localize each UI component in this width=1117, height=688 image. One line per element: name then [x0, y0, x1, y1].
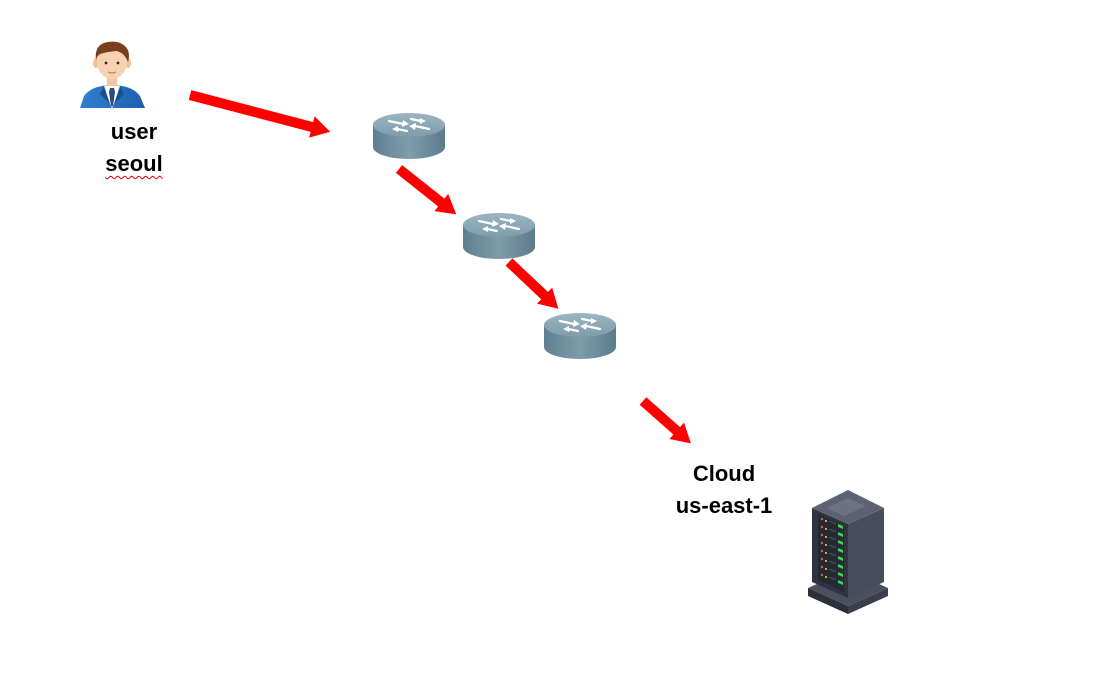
user-label: user seoul: [84, 116, 184, 180]
router-icon: [544, 313, 616, 359]
user-label-name: user: [110, 119, 158, 144]
arrow-router-3-to-cloud: [639, 397, 691, 444]
cloud-label-name: Cloud: [692, 461, 756, 486]
connection-arrows: [188, 90, 691, 444]
cloud-label: Cloud us-east-1: [664, 458, 784, 522]
user-location-text: seoul: [105, 151, 163, 176]
user-label-location: seoul: [84, 148, 184, 180]
arrow-user-to-router-1: [188, 90, 331, 138]
router-icon: [463, 213, 535, 259]
person-icon: [80, 41, 145, 108]
server-led-rows: [820, 517, 843, 585]
cloud-label-region: us-east-1: [675, 493, 773, 518]
arrow-router-2-to-router-3: [505, 258, 559, 309]
router-icon: [373, 113, 445, 159]
arrow-router-1-to-router-2: [395, 165, 457, 215]
server-rack-icon: [808, 490, 888, 614]
